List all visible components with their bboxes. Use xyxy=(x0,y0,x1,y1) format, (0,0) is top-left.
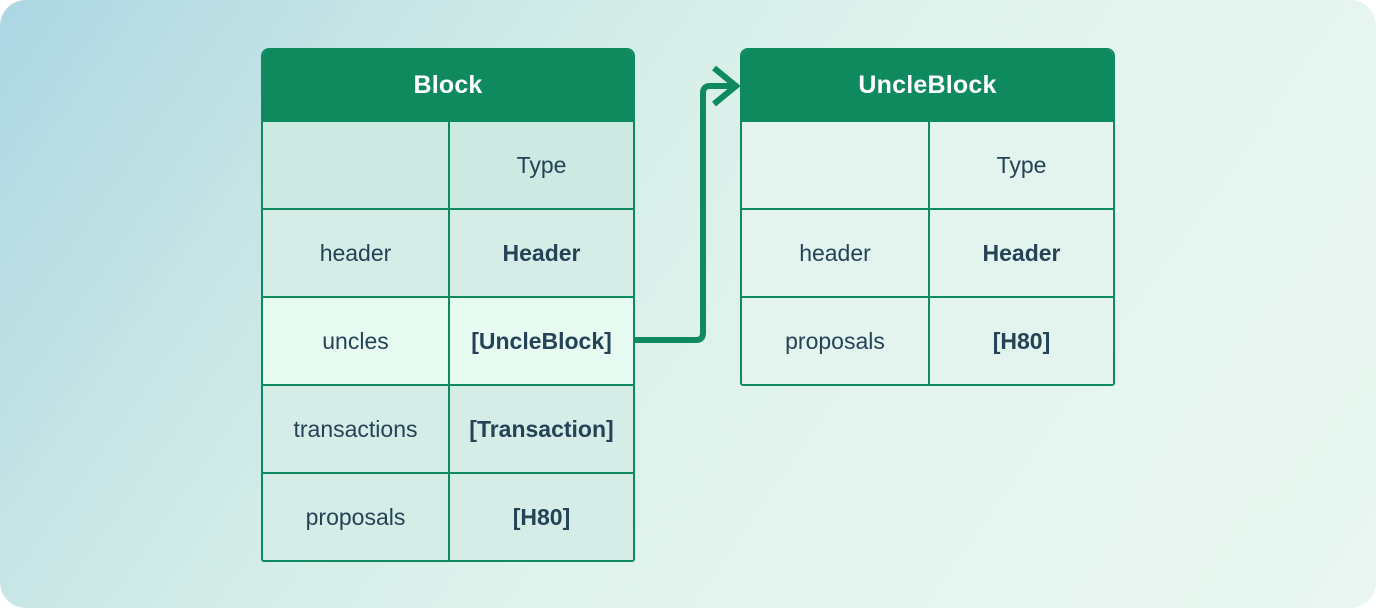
field-type-cell: Header xyxy=(982,239,1061,266)
field-type-cell: Header xyxy=(502,239,581,266)
table-row-highlighted[interactable]: uncles [UncleBlock] xyxy=(263,296,633,384)
field-name-cell: transactions xyxy=(263,386,450,472)
table-row[interactable]: header Header xyxy=(742,208,1113,296)
column-header-type: Type xyxy=(516,151,567,178)
field-type-cell: [H80] xyxy=(992,327,1051,354)
field-type-cell: [Transaction] xyxy=(469,415,614,442)
column-header-type: Type xyxy=(996,151,1047,178)
entity-title-uncleblock: UncleBlock xyxy=(742,50,1113,120)
table-row[interactable]: Type xyxy=(742,120,1113,208)
field-name-cell xyxy=(742,122,930,208)
field-name-cell: uncles xyxy=(263,298,450,384)
arrowhead-icon xyxy=(712,65,741,107)
entity-table-block[interactable]: Block Type header Header uncles [UncleBl… xyxy=(261,48,635,562)
entity-table-uncleblock[interactable]: UncleBlock Type header Header proposals … xyxy=(740,48,1115,386)
field-name-cell: proposals xyxy=(263,474,450,560)
field-name-cell: header xyxy=(263,210,450,296)
field-type-cell: [UncleBlock] xyxy=(471,327,612,354)
field-type-cell: [H80] xyxy=(512,503,571,530)
field-name-cell: header xyxy=(742,210,930,296)
uncles-to-uncleblock-arrow xyxy=(635,83,736,343)
field-name-cell xyxy=(263,122,450,208)
table-row[interactable]: proposals [H80] xyxy=(742,296,1113,384)
table-row[interactable]: proposals [H80] xyxy=(263,472,633,560)
table-row[interactable]: Type xyxy=(263,120,633,208)
table-row[interactable]: transactions [Transaction] xyxy=(263,384,633,472)
table-row[interactable]: header Header xyxy=(263,208,633,296)
field-name-cell: proposals xyxy=(742,298,930,384)
entity-title-block: Block xyxy=(263,50,633,120)
